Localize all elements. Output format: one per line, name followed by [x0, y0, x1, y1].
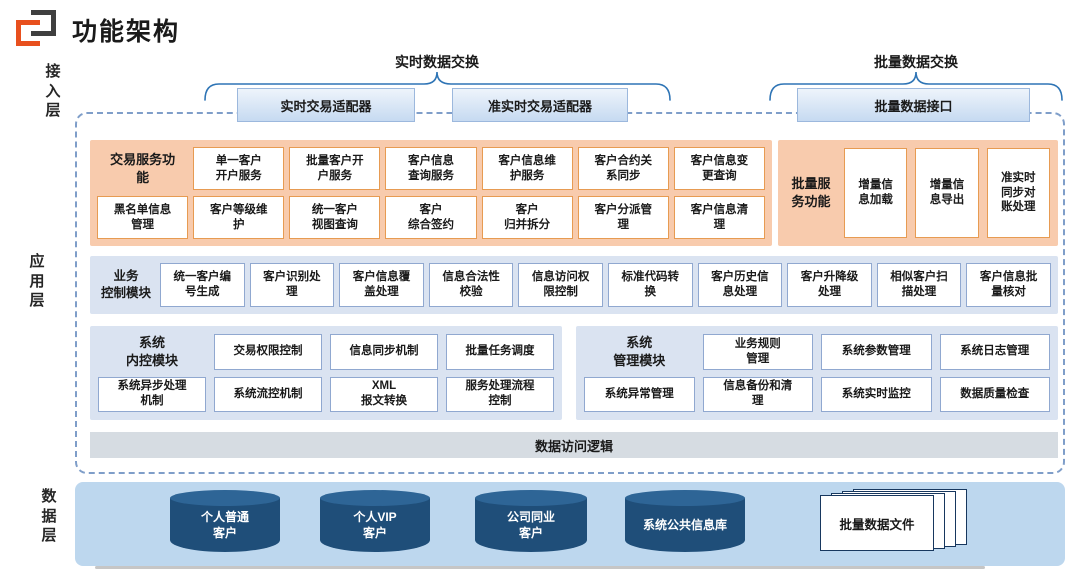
service-box: 增量信 息导出: [915, 148, 979, 238]
service-box: 客户信息变 更查询: [673, 147, 765, 190]
batch-services-panel: 批量服 务功能 增量信 息加载 增量信 息导出 准实时 同步对 账处理: [778, 140, 1058, 246]
module-box: 业务规则 管理: [702, 334, 813, 370]
transaction-services-label: 交易服务功 能: [110, 151, 176, 185]
module-box: XML 报文转换: [330, 376, 438, 412]
access-layer-label: 接入层: [45, 63, 61, 119]
cylinder-top: [320, 490, 430, 506]
module-box: 系统日志管理: [939, 334, 1050, 370]
data-layer-label: 数据层: [41, 488, 57, 544]
footer-divider: [95, 566, 985, 569]
near-realtime-adapter-box: 准实时交易适配器: [452, 88, 628, 122]
system-management-label: 系统 管理模块: [613, 335, 666, 368]
database-label: 个人VIP 客户: [353, 509, 397, 540]
module-box: 统一客户编 号生成: [160, 263, 245, 307]
database-cylinder: 系统公共信息库: [625, 490, 745, 552]
logo: [16, 10, 64, 50]
cylinder-body: [475, 498, 587, 552]
service-box: 准实时 同步对 账处理: [986, 148, 1050, 238]
module-box: 系统实时监控: [821, 376, 932, 412]
cylinder-body: [170, 498, 280, 552]
realtime-adapter-box: 实时交易适配器: [237, 88, 415, 122]
module-box: 交易权限控制: [214, 334, 322, 370]
module-box: 数据质量检查: [939, 376, 1050, 412]
module-box: 系统流控机制: [214, 376, 322, 412]
database-label: 公司同业 客户: [506, 509, 555, 540]
business-control-label: 业务 控制模块: [100, 269, 151, 300]
module-box: 系统参数管理: [821, 334, 932, 370]
system-internal-control-panel: 系统 内控模块 交易权限控制 信息同步机制 批量任务调度 系统异步处理 机制 系…: [90, 326, 562, 420]
service-box: 客户信息清 理: [673, 196, 765, 239]
module-box: 信息访问权 限控制: [518, 263, 603, 307]
module-box: 客户历史信 息处理: [697, 263, 783, 307]
module-box: 相似客户扫 描处理: [876, 263, 962, 307]
transaction-services-panel: 交易服务功 能 单一客户 开户服务 批量客户开 户服务 客户信息 查询服务 客户…: [90, 140, 772, 246]
database-cylinder: 个人普通 客户: [170, 490, 280, 552]
module-box: 批量任务调度: [446, 334, 554, 370]
module-box: 信息备份和清 理: [702, 376, 813, 412]
database-cylinder: 公司同业 客户: [475, 490, 587, 552]
module-box: 客户信息覆 盖处理: [339, 263, 424, 307]
service-box: 客户 综合签约: [385, 196, 477, 239]
cylinder-top: [625, 490, 745, 506]
system-internal-control-label: 系统 内控模块: [125, 335, 178, 368]
module-box: 系统异步处理 机制: [98, 376, 206, 412]
database-cylinder: 个人VIP 客户: [320, 490, 430, 552]
batch-services-label: 批量服 务功能: [791, 176, 831, 209]
realtime-exchange-label: 实时数据交换: [395, 54, 479, 70]
service-box: 客户等级维 护: [193, 196, 285, 239]
module-box: 客户识别处 理: [249, 263, 335, 307]
service-box: 增量信 息加载: [844, 148, 908, 238]
database-label: 个人普通 客户: [200, 509, 249, 540]
batch-exchange-label: 批量数据交换: [874, 54, 958, 70]
page-title: 功能架构: [72, 18, 181, 46]
cylinder-top: [170, 490, 280, 506]
batch-files-stack-icon: 批量数据文件: [820, 489, 972, 555]
cylinder-top: [475, 490, 587, 506]
system-management-panel: 系统 管理模块 业务规则 管理 系统参数管理 系统日志管理 系统异常管理 信息备…: [576, 326, 1058, 420]
service-box: 客户信息维 护服务: [481, 147, 573, 190]
batch-files-label: 批量数据文件: [820, 495, 934, 551]
logo-orange-bracket-icon: [16, 20, 40, 46]
module-box: 信息同步机制: [330, 334, 438, 370]
service-box: 客户分派管 理: [577, 196, 669, 239]
batch-interface-box: 批量数据接口: [797, 88, 1030, 122]
service-box: 客户信息 查询服务: [385, 147, 477, 190]
application-layer-label: 应用层: [29, 253, 45, 309]
database-label: 系统公共信息库: [642, 517, 727, 532]
module-box: 客户升降级 处理: [787, 263, 872, 307]
cylinder-body: [625, 498, 745, 552]
service-box: 统一客户 视图查询: [289, 196, 381, 239]
service-box: 黑名单信息 管理: [97, 196, 189, 239]
module-box: 标准代码转 换: [607, 263, 693, 307]
module-box: 客户信息批 量核对: [966, 263, 1051, 307]
module-box: 服务处理流程 控制: [446, 376, 554, 412]
logo-dark-bracket-icon: [31, 10, 56, 36]
module-box: 系统异常管理: [584, 376, 695, 412]
cylinder-body: [320, 498, 430, 552]
service-box: 客户 归并拆分: [481, 196, 573, 239]
service-box: 客户合约关 系同步: [577, 147, 669, 190]
data-access-logic-bar: 数据访问逻辑: [90, 432, 1058, 458]
module-box: 信息合法性 校验: [428, 263, 514, 307]
business-control-panel: 业务 控制模块 统一客户编 号生成 客户识别处 理 客户信息覆 盖处理 信息合法…: [90, 256, 1058, 314]
service-box: 单一客户 开户服务: [193, 147, 285, 190]
service-box: 批量客户开 户服务: [289, 147, 381, 190]
